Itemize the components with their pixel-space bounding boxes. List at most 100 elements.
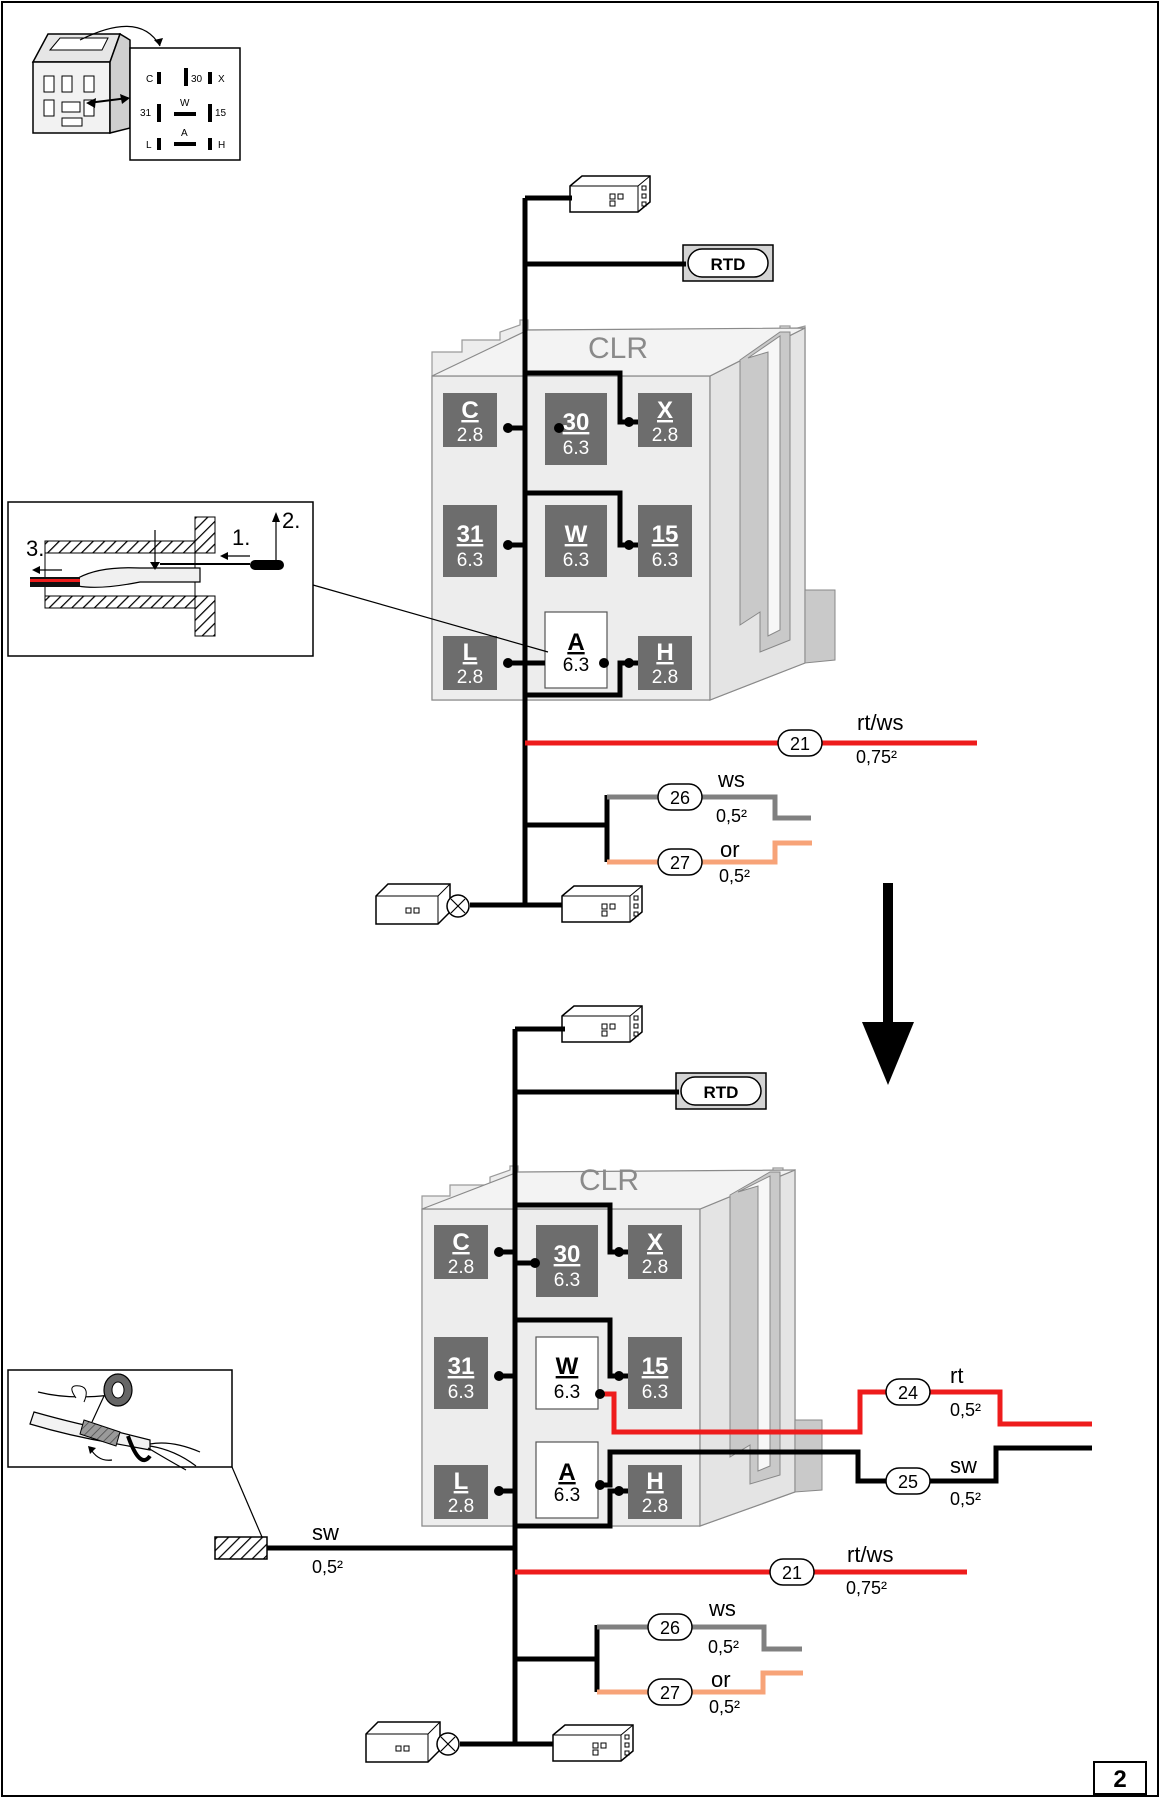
wire-27-color: or — [720, 837, 740, 862]
pinout-box — [129, 47, 241, 161]
wire-26-gauge: 0,5² — [716, 806, 747, 826]
svg-text:L: L — [454, 1468, 469, 1495]
svg-text:A: A — [558, 1459, 575, 1486]
main-harness — [265, 1026, 1092, 1747]
svg-text:30: 30 — [554, 1241, 581, 1268]
svg-text:2.8: 2.8 — [448, 1257, 474, 1278]
wire-26-color: ws — [717, 767, 745, 792]
rtd-label: RTD — [711, 255, 746, 274]
tape-roll-icon — [29, 1373, 201, 1471]
svg-text:2.8: 2.8 — [652, 425, 678, 446]
wire-25-color: sw — [950, 1453, 977, 1478]
pin-31: 316.3 — [443, 505, 497, 577]
pin-h: H2.8 — [628, 1465, 682, 1519]
svg-text:2.8: 2.8 — [448, 1496, 474, 1517]
transition-arrow-icon — [862, 883, 914, 1085]
svg-text:2.8: 2.8 — [457, 425, 483, 446]
svg-text:2.8: 2.8 — [652, 667, 678, 688]
svg-text:31: 31 — [457, 521, 484, 548]
svg-text:6.3: 6.3 — [554, 1485, 580, 1506]
pinout-31: 31 — [140, 108, 152, 119]
relay-pinout-inset: C 30 X 31 W 15 L A H — [31, 25, 241, 161]
pin-a: A6.3 — [535, 1441, 599, 1519]
svg-text:25: 25 — [898, 1472, 918, 1492]
wire-27-gauge: 0,5² — [719, 866, 750, 886]
svg-text:2.8: 2.8 — [642, 1496, 668, 1517]
svg-text:6.3: 6.3 — [554, 1382, 580, 1403]
tape-wrap-icon — [214, 1536, 268, 1560]
svg-text:15: 15 — [642, 1353, 669, 1380]
svg-text:24: 24 — [898, 1383, 918, 1403]
svg-text:6.3: 6.3 — [457, 550, 483, 571]
svg-text:30: 30 — [563, 409, 590, 436]
relay-label: CLR — [588, 332, 648, 365]
pinout-a: A — [181, 128, 188, 139]
pin-grid: C2.8 306.3 X2.8 316.3 W6.3 156.3 L2.8 A6… — [434, 1225, 682, 1519]
terminal-dots — [503, 417, 634, 668]
pin-l: L2.8 — [434, 1465, 488, 1519]
wire-26-gauge: 0,5² — [708, 1637, 739, 1657]
pinout-15: 15 — [215, 108, 227, 119]
pin-c: C2.8 — [443, 393, 497, 447]
wire-25-gauge: 0,5² — [950, 1489, 981, 1509]
pinout-l: L — [146, 140, 152, 151]
wire-27: 27 or 0,5² — [607, 837, 812, 886]
tape-inset — [7, 1369, 263, 1538]
step-2-label: 2. — [282, 508, 300, 533]
svg-text:6.3: 6.3 — [554, 1270, 580, 1291]
after-diagram: RTD CLR C2.8 306.3 X2.8 316.3 W6.3 156.3… — [214, 1005, 1092, 1763]
svg-text:6.3: 6.3 — [448, 1382, 474, 1403]
svg-text:C: C — [461, 397, 478, 424]
relay-icon — [31, 25, 163, 134]
svg-text:6.3: 6.3 — [652, 550, 678, 571]
svg-text:2.8: 2.8 — [457, 667, 483, 688]
pinout-c: C — [146, 74, 153, 85]
ground-wire-gauge: 0,5² — [312, 1557, 343, 1577]
pinout-h: H — [218, 140, 225, 151]
plug-connector-bottom-left — [365, 1721, 460, 1763]
wire-21-color: rt/ws — [847, 1542, 893, 1567]
wire-21-color: rt/ws — [857, 710, 903, 735]
pin-l: L2.8 — [443, 636, 497, 690]
pin-a: A6.3 — [544, 611, 608, 689]
step-3-label: 3. — [26, 536, 44, 561]
wire-24-gauge: 0,5² — [950, 1400, 981, 1420]
terminal-removal-inset: 1. 2. 3. — [7, 501, 549, 657]
svg-text:15: 15 — [652, 521, 679, 548]
pin-x: X2.8 — [628, 1225, 682, 1279]
relay-label: CLR — [579, 1164, 639, 1197]
svg-text:21: 21 — [790, 734, 810, 754]
plug-connector-bottom-right — [561, 885, 643, 923]
wire-21: 21 rt/ws 0,75² — [525, 710, 977, 767]
page-number-box: 2 — [1093, 1761, 1147, 1795]
svg-text:6.3: 6.3 — [642, 1382, 668, 1403]
pin-w: W6.3 — [545, 505, 607, 577]
wire-21-gauge: 0,75² — [856, 747, 897, 767]
svg-text:L: L — [463, 639, 478, 666]
wire-21-gauge: 0,75² — [846, 1578, 887, 1598]
pin-30: 306.3 — [536, 1225, 598, 1297]
svg-text:W: W — [556, 1353, 579, 1380]
pin-31: 316.3 — [434, 1337, 488, 1409]
svg-text:A: A — [567, 629, 584, 656]
wire-27: 27 or 0,5² — [597, 1667, 803, 1717]
svg-text:X: X — [647, 1229, 663, 1256]
svg-text:6.3: 6.3 — [563, 655, 589, 676]
wire-25: 25 sw 0,5² — [885, 1453, 981, 1509]
svg-text:6.3: 6.3 — [563, 550, 589, 571]
pinout-w: W — [180, 98, 190, 109]
svg-text:W: W — [565, 521, 588, 548]
step-1-label: 1. — [232, 525, 250, 550]
pin-15: 156.3 — [628, 1337, 682, 1409]
pin-grid: C2.8 306.3 X2.8 316.3 W6.3 156.3 L2.8 A6… — [443, 393, 692, 690]
wire-26-color: ws — [708, 1596, 736, 1621]
pin-w: W6.3 — [535, 1336, 599, 1410]
wire-21: 21 rt/ws 0,75² — [515, 1542, 967, 1598]
wire-27-gauge: 0,5² — [709, 1697, 740, 1717]
pin-15: 156.3 — [638, 505, 692, 577]
pin-h: H2.8 — [638, 636, 692, 690]
svg-text:26: 26 — [670, 788, 690, 808]
before-diagram: RTD CLR C2.8 306.3 X2.8 316.3 W6.3 156.3… — [375, 175, 977, 925]
